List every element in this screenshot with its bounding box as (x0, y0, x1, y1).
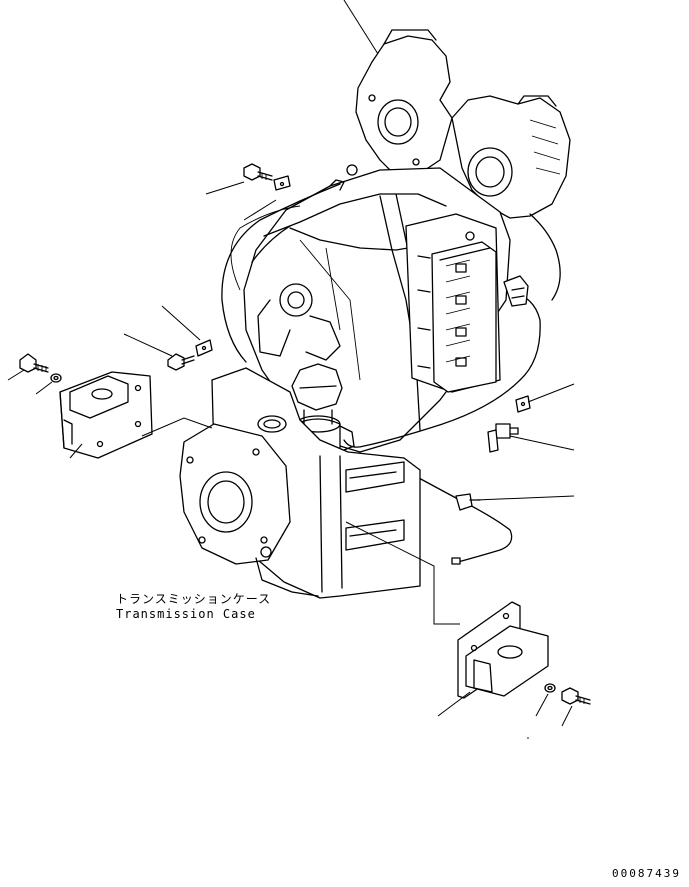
left-mount-bracket (59, 371, 153, 459)
bolt-upper (243, 163, 273, 181)
leader-lines (7, 0, 575, 739)
caption-japanese: トランスミッションケース (116, 592, 272, 606)
washer-right (544, 683, 556, 693)
clip-upper (273, 175, 291, 191)
bolt-left-top (19, 353, 49, 373)
control-valve-block (405, 213, 529, 393)
clip-right (515, 395, 531, 413)
clip-mid (195, 339, 213, 357)
bolt-right (561, 687, 591, 705)
fitting-right (487, 423, 519, 453)
caption-english: Transmission Case (116, 607, 256, 621)
sensor (455, 493, 481, 511)
bolt-mid (167, 353, 195, 371)
wire-harness (221, 183, 561, 565)
drawing-number: 00087439 (612, 867, 681, 880)
washer-left (50, 373, 62, 383)
right-mount-bracket (457, 601, 549, 699)
transmission-lower-case (179, 367, 421, 599)
